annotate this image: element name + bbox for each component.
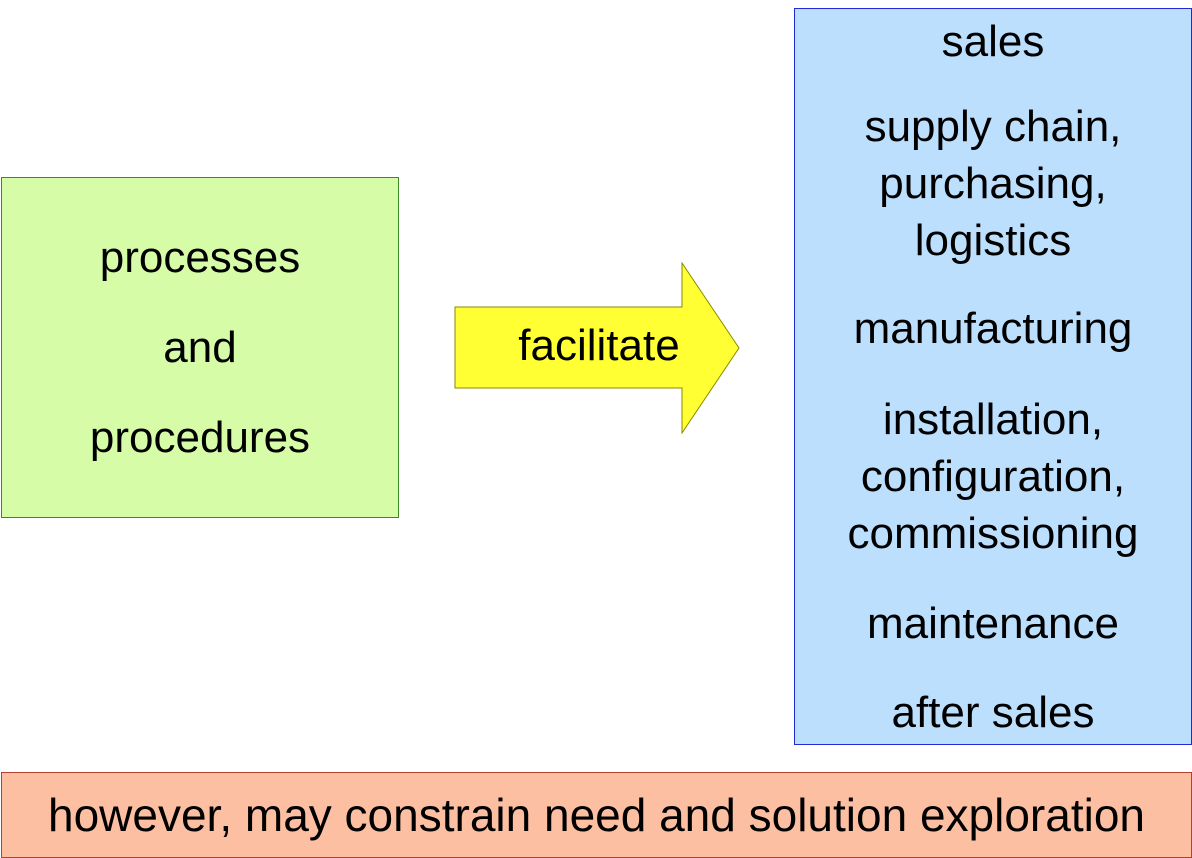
constraint-note-bar: however, may constrain need and solution… xyxy=(1,772,1192,858)
left-box-line-and: and xyxy=(163,322,237,372)
business-functions-box: sales supply chain, purchasing, logistic… xyxy=(794,8,1192,745)
function-sales: sales xyxy=(941,17,1045,66)
function-installation: installation, configuration, commissioni… xyxy=(847,395,1139,558)
function-manufacturing: manufacturing xyxy=(853,304,1133,353)
function-after-sales: after sales xyxy=(891,688,1095,737)
left-box-line-processes: processes xyxy=(99,232,301,282)
left-box-line-procedures: procedures xyxy=(89,412,311,462)
right-arrow-icon xyxy=(454,262,740,434)
facilitate-arrow: facilitate xyxy=(454,262,740,434)
function-supply-chain: supply chain, purchasing, logistics xyxy=(864,102,1122,265)
arrow-label: facilitate xyxy=(518,321,680,370)
constraint-note-text: however, may constrain need and solution… xyxy=(47,789,1145,841)
function-maintenance: maintenance xyxy=(867,599,1119,648)
processes-procedures-box: processes and procedures xyxy=(1,177,399,518)
